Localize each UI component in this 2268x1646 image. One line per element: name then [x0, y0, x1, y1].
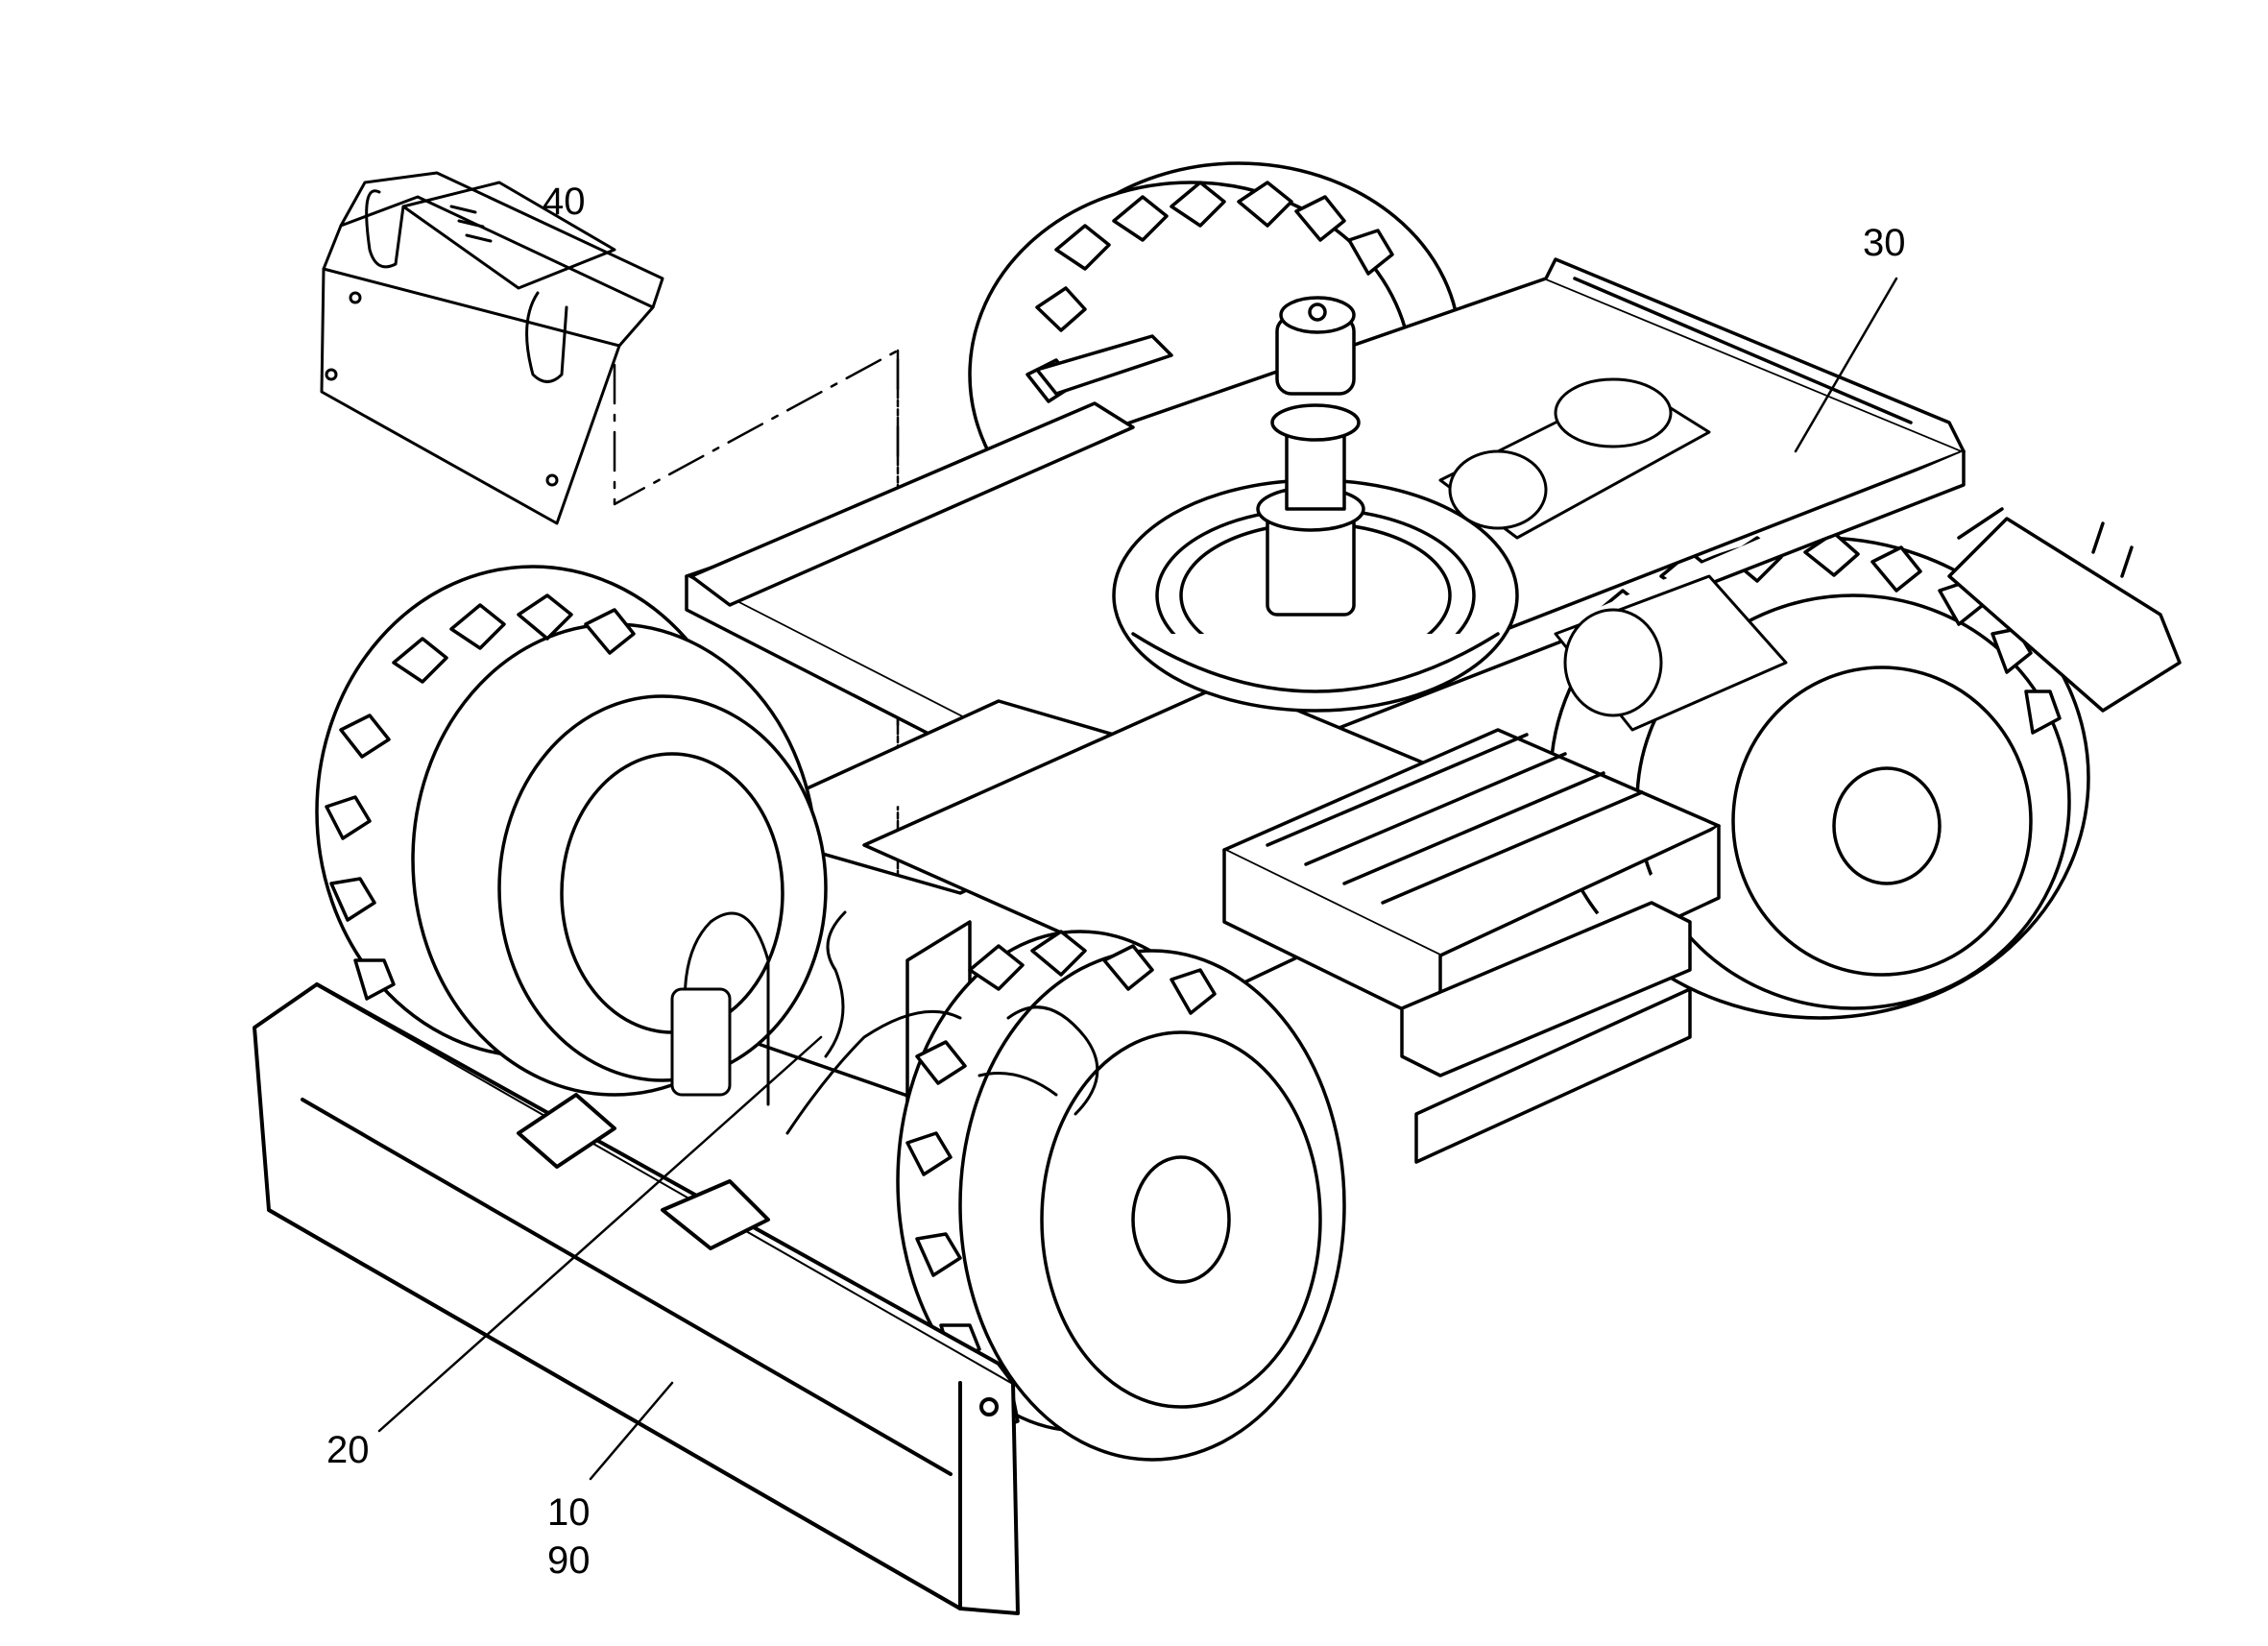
hydraulic-lines-part: [670, 910, 1099, 1135]
battery-box-part: [320, 171, 664, 525]
callout-10-label: 10: [547, 1491, 591, 1534]
callout-40-label: 40: [543, 181, 586, 223]
callout-20-label: 20: [326, 1429, 370, 1471]
callout-30-label: 30: [1863, 222, 1906, 264]
callout-90-label: 90: [547, 1539, 591, 1582]
front-right-wheel-pair: [896, 930, 1346, 1462]
leader-line-20: [377, 1035, 823, 1433]
rear-axle-drive: [1438, 377, 1788, 732]
leader-lines: [377, 277, 1898, 1481]
rotary-joint: [1256, 296, 1365, 617]
leader-line-30: [1794, 277, 1898, 453]
dozer-blade-part: [253, 982, 1020, 1615]
leader-line-10: [589, 1381, 674, 1481]
right-wheel-pair: [1549, 531, 2090, 1020]
left-wheel-pair: [315, 565, 828, 1097]
